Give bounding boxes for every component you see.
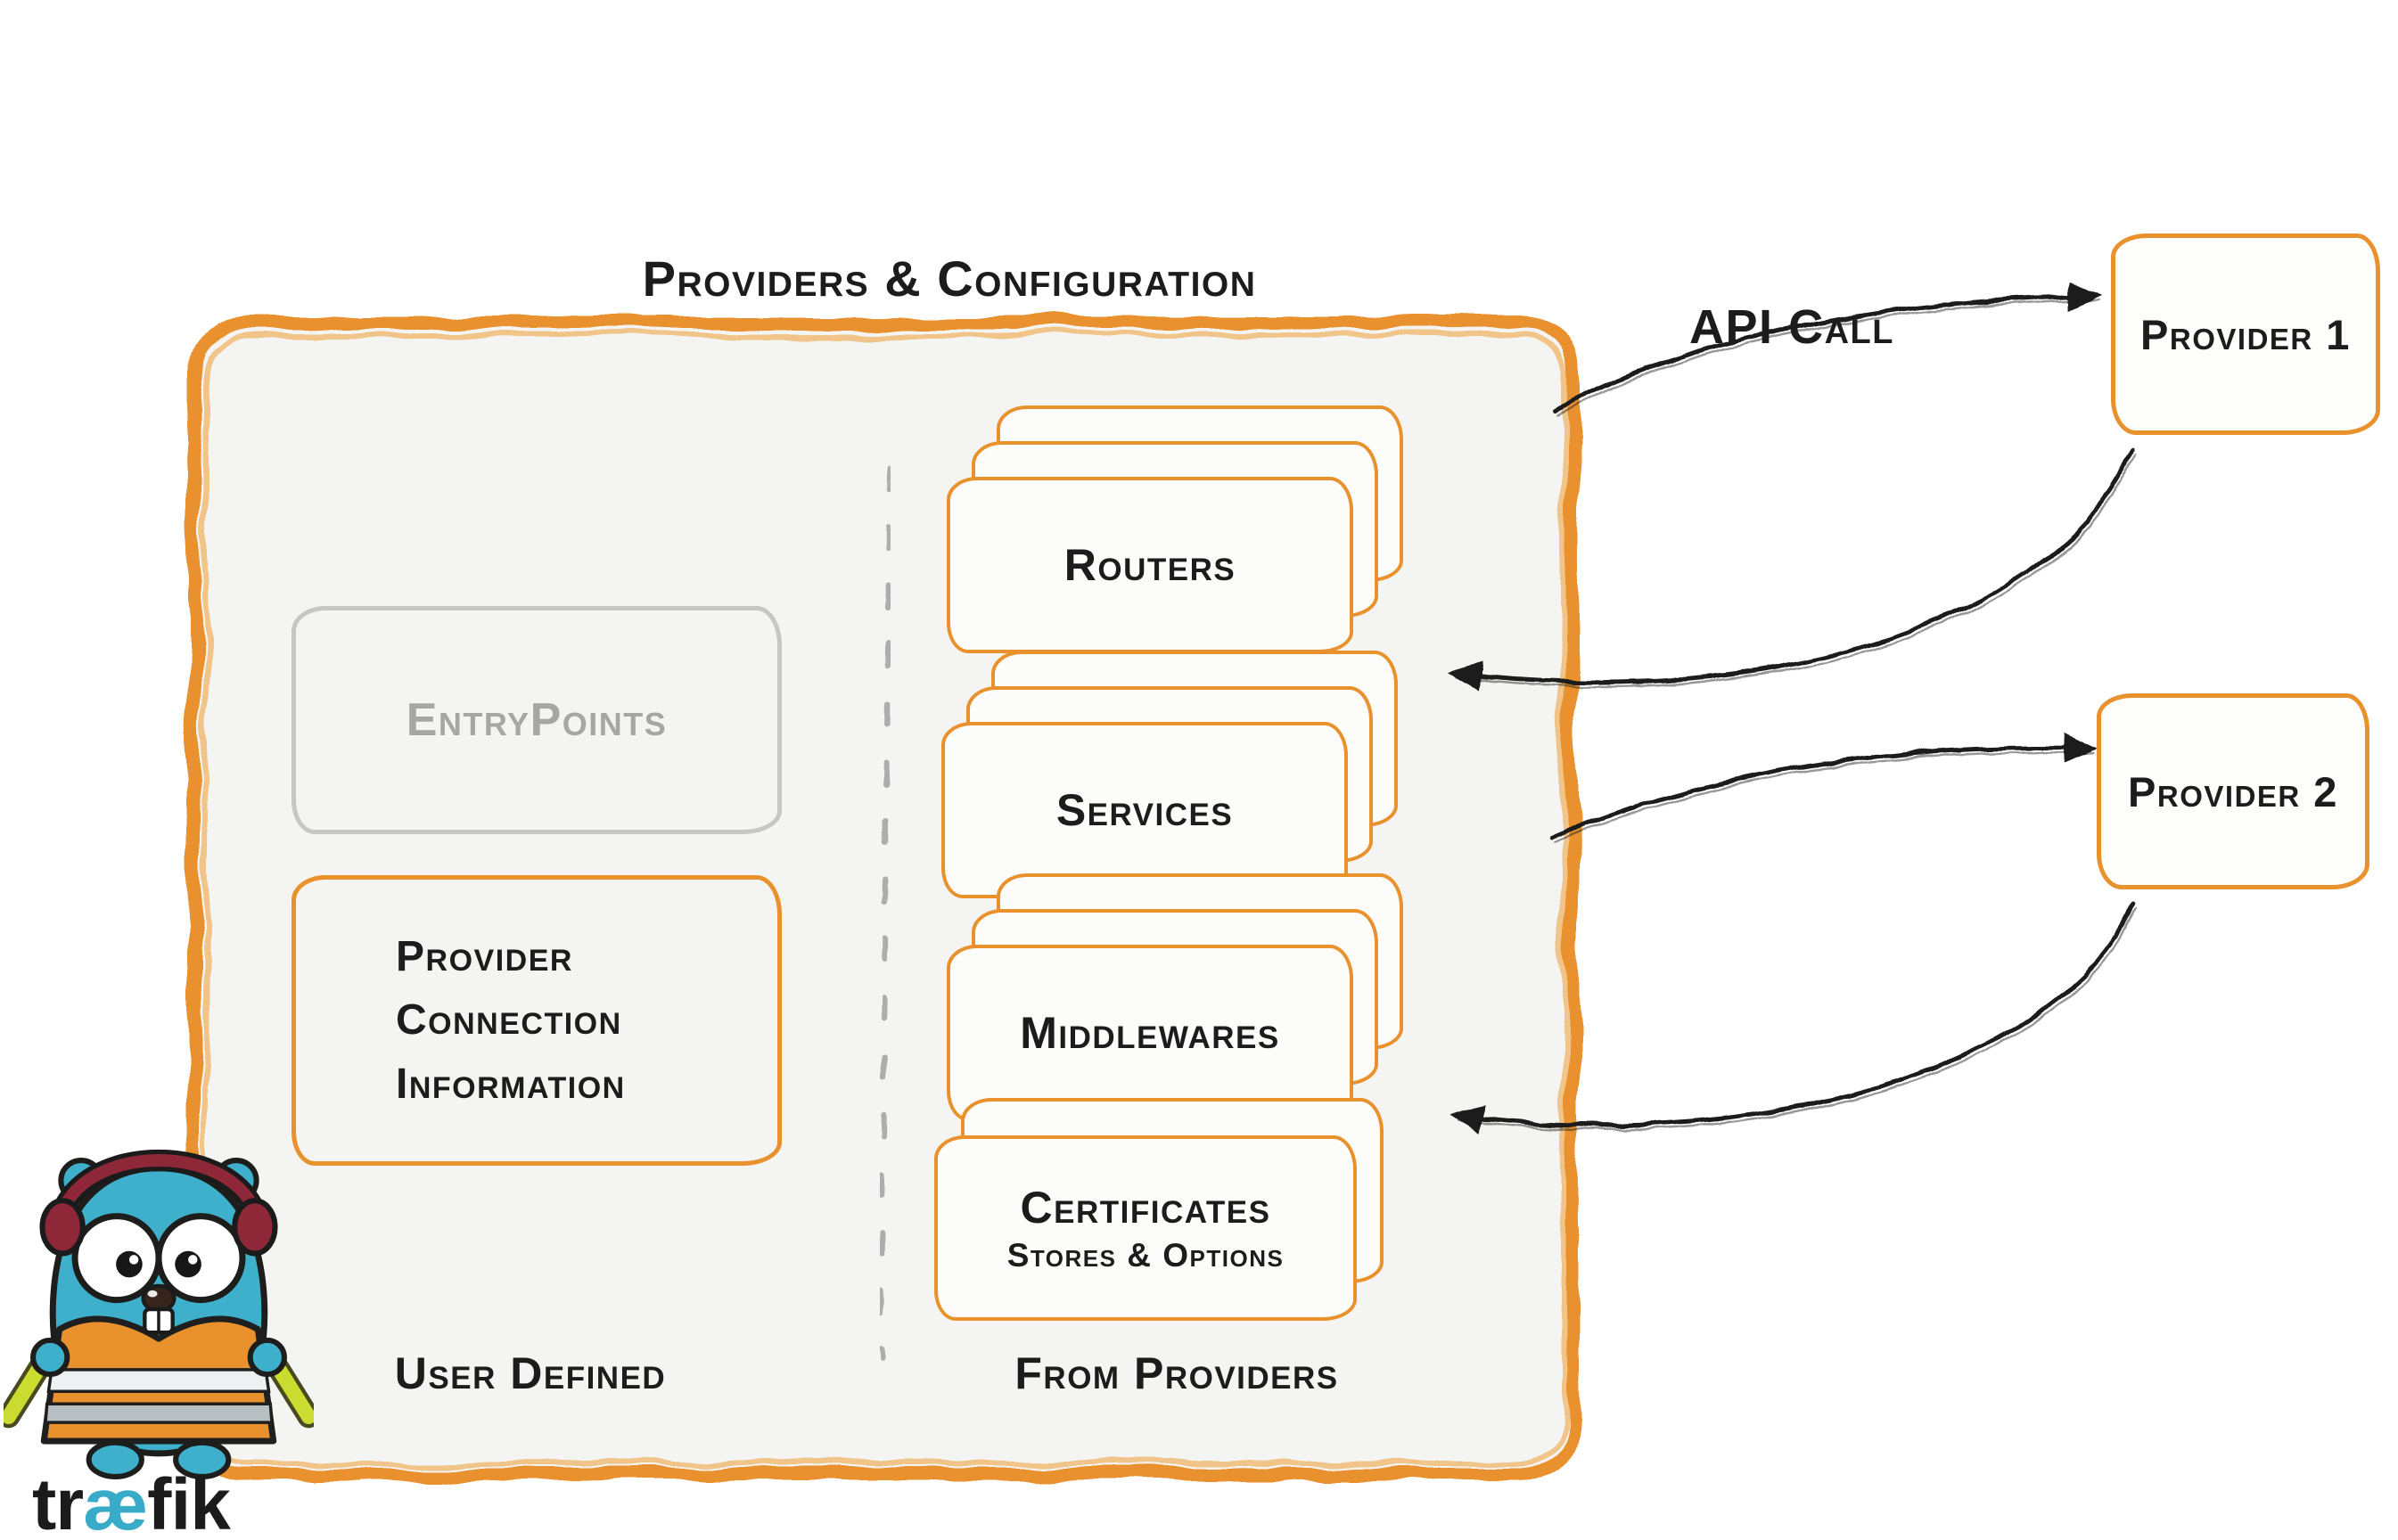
safety-vest [40, 1315, 277, 1445]
services-label: Services [1055, 785, 1234, 835]
gopher-foot [173, 1439, 232, 1480]
user-defined-label: User Defined [394, 1348, 667, 1398]
wordmark-pre: tr [32, 1464, 84, 1540]
arrow-box-to-provider2 [1550, 733, 2098, 840]
gopher-eyes [71, 1213, 246, 1304]
provider-connection-line1: Provider [396, 933, 573, 981]
certificates-label: Certificates [1020, 1183, 1271, 1233]
headphones-icon [39, 1149, 278, 1257]
gopher-hand [30, 1337, 70, 1378]
diagram-title: Providers & Configuration [642, 250, 1257, 307]
provider-connection-line3: Information [396, 1060, 626, 1108]
arrow-echoes [1454, 299, 2139, 1131]
arrow-provider1-to-box [1447, 447, 2135, 692]
entrypoints-box: EntryPoints [292, 606, 782, 834]
arrow-provider2-to-box [1449, 901, 2137, 1135]
certificates-stack: Certificates Stores & Options [934, 1098, 1416, 1323]
gopher-foot [86, 1439, 144, 1480]
certificates-sublabel: Stores & Options [1006, 1237, 1285, 1274]
middlewares-stack: Middlewares [947, 873, 1410, 1125]
provider-connection-line2: Connection [396, 996, 622, 1044]
routers-stack: Routers [947, 405, 1410, 657]
middlewares-label: Middlewares [1020, 1008, 1280, 1058]
wordmark-ae: æ [83, 1464, 148, 1540]
traefik-gopher-mascot [4, 1149, 314, 1480]
services-stack: Services [941, 651, 1405, 902]
provider-connection-box: Provider Connection Information [292, 875, 782, 1166]
traefik-wordmark: træfik [32, 1463, 231, 1540]
from-providers-label: From Providers [1014, 1348, 1339, 1398]
middlewares-card: Middlewares [947, 945, 1353, 1121]
provider-1-box: Provider 1 [2111, 233, 2380, 435]
provider-2-label: Provider 2 [2128, 767, 2338, 815]
arrow-box-to-provider1 [1553, 282, 2103, 413]
routers-card: Routers [947, 477, 1353, 653]
provider-2-box: Provider 2 [2097, 693, 2369, 889]
services-card: Services [941, 722, 1348, 898]
gopher-nose [141, 1283, 177, 1335]
api-call-label: API Call [1689, 300, 1894, 354]
routers-label: Routers [1063, 540, 1236, 590]
gopher-hand [247, 1337, 287, 1378]
entrypoints-label: EntryPoints [406, 694, 668, 746]
provider-1-label: Provider 1 [2140, 310, 2351, 358]
certificates-card: Certificates Stores & Options [934, 1135, 1357, 1321]
wordmark-post: fik [147, 1464, 231, 1540]
